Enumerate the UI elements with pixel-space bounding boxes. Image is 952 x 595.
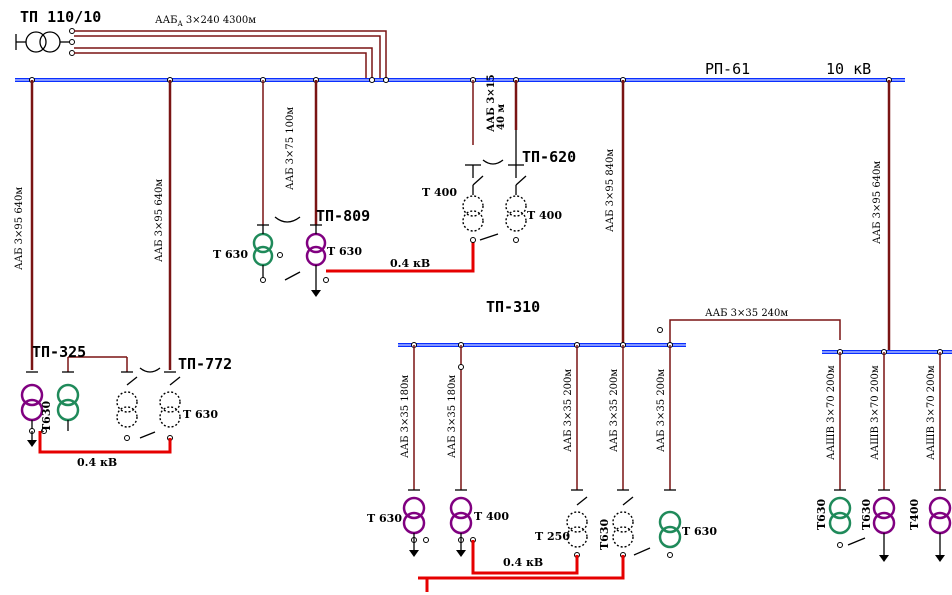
tie-cable xyxy=(669,319,841,345)
t310d-label: Т630 xyxy=(598,519,611,550)
feeder-label-1: ААБ 3×35 180м xyxy=(400,375,411,458)
t809b-label: Т 630 xyxy=(327,245,362,258)
lv-cable-325-772 xyxy=(38,431,172,454)
t772-label: Т 630 xyxy=(183,408,218,421)
feeder-label-5: ААБ 3×35 200м xyxy=(656,369,667,452)
cable-label-5: ААБ 3×95 840м xyxy=(605,149,616,232)
main-cable-lines xyxy=(74,30,387,80)
t310c-label: Т 250 xyxy=(535,530,570,543)
t620b-label: Т 400 xyxy=(527,209,562,222)
tp310-label: ТП-310 xyxy=(486,298,540,316)
feeder-label-7: ААШВ 3×70 200м xyxy=(870,365,881,460)
feeder-label-8: ААШВ 3×70 200м xyxy=(926,365,937,460)
tp310-transformers xyxy=(402,489,682,558)
lv-cable-310-a xyxy=(471,540,579,575)
tie-cable-label: ААБ 3×35 240м xyxy=(705,308,788,319)
lv-cable-809-620 xyxy=(326,240,475,273)
t-r2-label: Т630 xyxy=(860,499,873,530)
feeder-label-2: ААБ 3×35 180м xyxy=(447,375,458,458)
tp772-label: ТП-772 xyxy=(178,355,232,373)
source-transformer-icon xyxy=(15,28,75,56)
source-label: ТП 110/10 xyxy=(20,8,101,26)
tp310-feeders xyxy=(411,342,673,490)
cable-label-2: ААБ 3×95 640м xyxy=(154,179,165,262)
lv-label-2: 0.4 кВ xyxy=(77,456,117,469)
tp620-group xyxy=(462,130,527,243)
feeder-label-6: ААШВ 3×70 200м xyxy=(826,365,837,460)
lv-label-1: 0.4 кВ xyxy=(390,257,430,270)
lv-cable-310-b xyxy=(425,555,625,592)
tp809-group xyxy=(252,216,329,297)
tp620-label: ТП-620 xyxy=(522,148,576,166)
tp809-label: ТП-809 xyxy=(316,207,370,225)
cable-label-3: ААБ 3×75 100м xyxy=(285,107,296,190)
cable-label-4b: 40 м xyxy=(496,104,507,130)
cable-label-6: ААБ 3×95 640м xyxy=(872,161,883,244)
lv-label-3: 0.4 кВ xyxy=(503,556,543,569)
tp325-label: ТП-325 xyxy=(32,343,86,361)
cable-label-1: ААБ 3×95 640м xyxy=(14,187,25,270)
t-r1-label: Т630 xyxy=(815,499,828,530)
t310e-label: Т 630 xyxy=(682,525,717,538)
t310a-label: Т 630 xyxy=(367,512,402,525)
right-transformers xyxy=(828,489,952,562)
bus-label: РП-61 xyxy=(705,60,750,78)
cable-label-4: ААБ 3×15 xyxy=(486,74,497,132)
t620a-label: Т 400 xyxy=(422,186,457,199)
t310b-label: Т 400 xyxy=(474,510,509,523)
feeder-label-4: ААБ 3×35 200м xyxy=(609,369,620,452)
t809a-label: Т 630 xyxy=(213,248,248,261)
voltage-label: 10 кВ xyxy=(826,60,871,78)
right-feeders xyxy=(837,349,943,490)
t325-label: Т630 xyxy=(40,401,53,432)
tp325-tp772-group xyxy=(20,356,181,447)
t-r3-label: Т400 xyxy=(908,499,921,530)
feeder-label-3: ААБ 3×35 200м xyxy=(563,369,574,452)
feeder-lines xyxy=(30,80,891,370)
